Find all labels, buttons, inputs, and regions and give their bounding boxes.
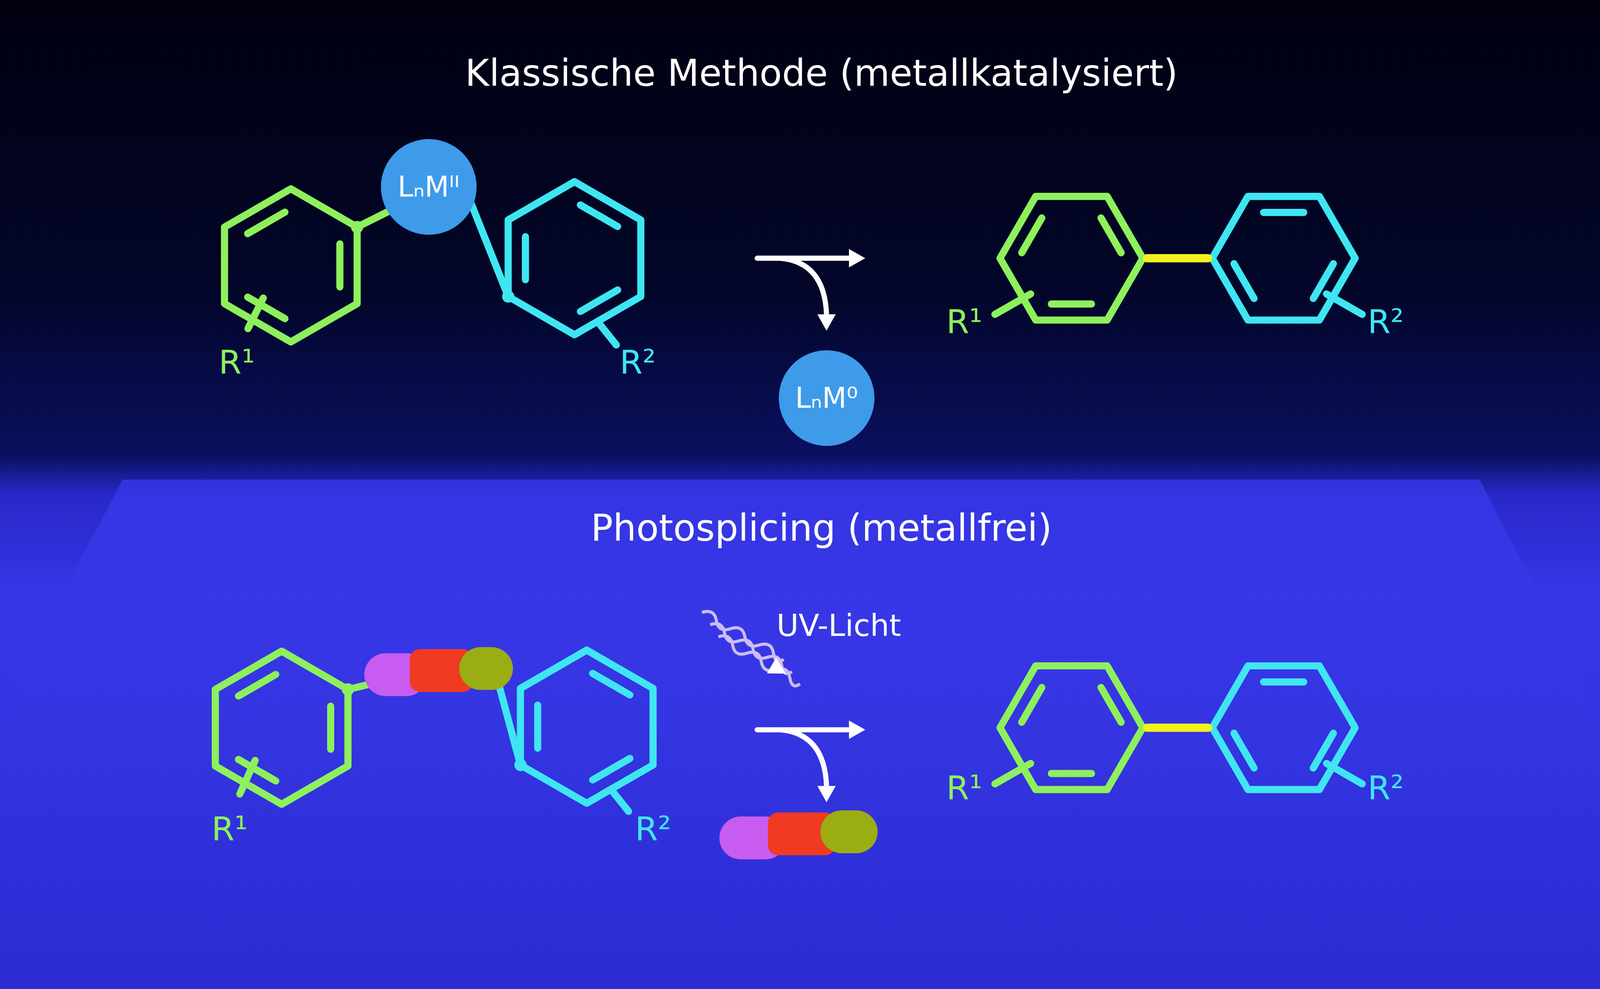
bond-dot (341, 683, 355, 696)
new-bond (1146, 254, 1209, 263)
benzene-ring (508, 181, 641, 335)
double-bond (521, 236, 529, 280)
complex-formula: LₙMᴵᴵ (397, 170, 460, 204)
substituent-bond (994, 763, 1031, 784)
reaction-arrow (757, 255, 850, 261)
arrow-head (849, 248, 866, 268)
double-bond (1051, 300, 1092, 308)
arrow-head (767, 657, 786, 674)
bond-dot (350, 221, 363, 234)
metal-complex-circle: LₙMᴵᴵ (380, 139, 477, 235)
substituent-bond (1326, 294, 1363, 315)
reaction-arrow (757, 727, 850, 733)
section-heading: Photosplicing (metallfrei) (590, 508, 1052, 549)
metal-complex-circle: LₙM⁰ (778, 350, 875, 446)
double-bond (336, 243, 344, 287)
substituent-bond (239, 760, 256, 794)
double-bond (1234, 733, 1255, 768)
double-bond (592, 673, 630, 696)
double-bond (1263, 678, 1304, 686)
substituent-label: R² (635, 810, 672, 847)
double-bond (1263, 208, 1304, 216)
substituent-bond (612, 791, 629, 812)
uv-lamp-surface (0, 479, 1600, 989)
arrow-head (817, 314, 836, 331)
double-bond (1101, 217, 1122, 253)
substituent-bond (600, 324, 617, 346)
substituent-label: R¹ (211, 810, 248, 847)
double-bond (1101, 687, 1122, 723)
double-bond (534, 705, 542, 749)
new-bond (1146, 723, 1209, 732)
double-bond (327, 706, 335, 750)
benzene-ring (215, 651, 348, 805)
substituent-bond (247, 297, 264, 329)
substituent-label: R¹ (218, 344, 256, 381)
light-label: UV-Licht (776, 609, 901, 643)
substituent-label: R² (1367, 769, 1404, 807)
arrow-head (849, 720, 866, 740)
benzene-ring (224, 189, 357, 343)
substituent-label: R² (1367, 303, 1404, 340)
double-bond (1051, 769, 1092, 777)
double-bond (580, 205, 618, 227)
substituent-bond (994, 294, 1031, 315)
section-heading: Klassische Methode (metallkatalysiert) (464, 53, 1178, 94)
substituent-bond (1326, 763, 1363, 784)
substituent-label: R¹ (946, 769, 983, 807)
fragment-olive (820, 810, 878, 854)
complex-formula: LₙM⁰ (795, 381, 858, 415)
bond-dot (502, 290, 515, 303)
double-bond (1021, 687, 1042, 723)
benzene-ring (520, 650, 653, 804)
substituent-label: R¹ (946, 303, 983, 340)
byproduct-arrow (780, 729, 827, 786)
byproduct-arrow (780, 258, 827, 315)
fragment-olive (459, 647, 513, 691)
double-bond (592, 758, 630, 781)
double-bond (1021, 217, 1042, 253)
double-bond (238, 674, 276, 697)
uv-wave (718, 635, 800, 686)
bond-dot (514, 758, 527, 772)
double-bond (1234, 263, 1255, 299)
arrow-head (817, 785, 836, 803)
bond (471, 204, 509, 297)
substituent-label: R² (619, 344, 656, 381)
double-bond (247, 212, 285, 234)
double-bond (580, 289, 618, 312)
